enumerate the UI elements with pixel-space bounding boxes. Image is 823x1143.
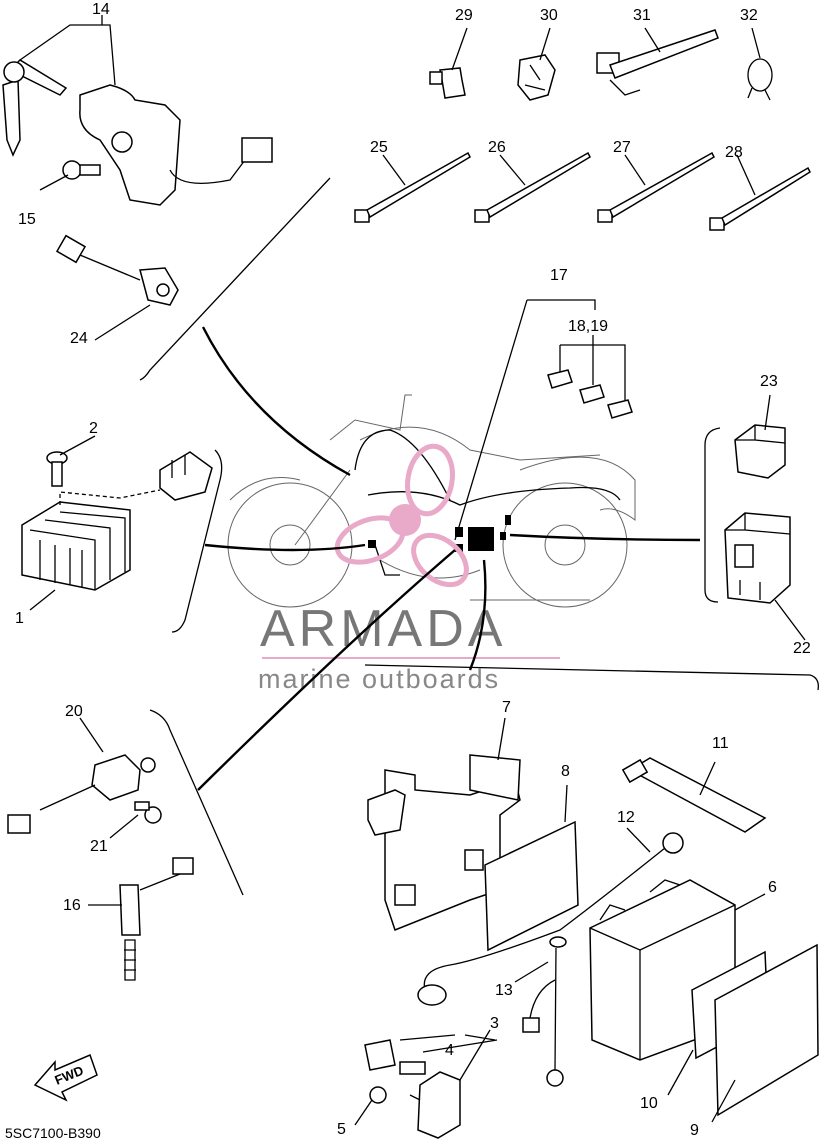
fuse-set-18-19 xyxy=(547,369,633,419)
callout-32: 32 xyxy=(740,7,758,24)
main-switch-assembly xyxy=(2,24,273,206)
forward-arrow-icon: FWD xyxy=(33,1053,98,1102)
zone-brackets xyxy=(139,177,819,896)
callout-10: 10 xyxy=(640,1095,658,1112)
callout-5: 5 xyxy=(337,1121,346,1138)
callout-2: 2 xyxy=(89,420,98,437)
cable-tie-26 xyxy=(474,151,591,223)
callout-labels: 14 15 24 29 30 31 32 25 26 27 28 17 18,1… xyxy=(15,1,811,1139)
callout-30: 30 xyxy=(540,7,558,24)
clamp-30 xyxy=(517,54,556,101)
brand-tagline: marine outboards xyxy=(258,664,500,694)
callout-24: 24 xyxy=(70,330,88,347)
battery-lead-12 xyxy=(417,832,684,1006)
starter-relay-3 xyxy=(409,1071,461,1139)
pad-9 xyxy=(714,943,819,1117)
control-unit-22 xyxy=(724,512,791,604)
sensor-24 xyxy=(55,234,179,306)
band-32 xyxy=(747,58,773,101)
motorcycle-outline xyxy=(227,394,636,608)
callout-25: 25 xyxy=(370,139,388,156)
screw-15 xyxy=(62,160,101,180)
clamp-29 xyxy=(429,67,466,99)
relay-23 xyxy=(734,424,786,479)
callout-11: 11 xyxy=(712,735,729,752)
callout-12: 12 xyxy=(617,809,635,826)
callout-1: 1 xyxy=(15,610,24,627)
callout-3: 3 xyxy=(490,1015,499,1032)
callout-14: 14 xyxy=(92,1,110,18)
connector-4 xyxy=(364,1039,426,1075)
callout-26: 26 xyxy=(488,139,506,156)
battery-band-11 xyxy=(621,757,767,833)
neutral-switch-20 xyxy=(7,754,156,834)
callout-17: 17 xyxy=(550,267,568,284)
callout-8: 8 xyxy=(561,763,570,780)
tie-band-31 xyxy=(596,29,719,96)
callout-21: 21 xyxy=(90,838,108,855)
bolt-2 xyxy=(46,451,68,487)
armada-watermark: ARMADA marine outboards xyxy=(258,443,560,694)
callout-31: 31 xyxy=(633,7,651,24)
callout-22: 22 xyxy=(793,640,811,657)
callout-15: 15 xyxy=(18,211,36,228)
callout-16: 16 xyxy=(63,897,81,914)
callout-20: 20 xyxy=(65,703,83,720)
cover-8 xyxy=(484,820,579,952)
callout-27: 27 xyxy=(613,139,631,156)
screw-21 xyxy=(134,801,162,824)
callout-13: 13 xyxy=(495,982,513,999)
cable-tie-25 xyxy=(354,151,471,223)
cable-tie-27 xyxy=(597,151,715,223)
diagram-code: 5SC7100-B390 xyxy=(5,1125,101,1141)
callout-7: 7 xyxy=(502,699,511,716)
screw-5 xyxy=(369,1086,387,1104)
callout-9: 9 xyxy=(690,1122,699,1139)
battery-lead-13 xyxy=(522,936,567,1087)
callout-4: 4 xyxy=(445,1042,454,1059)
cable-tie-28 xyxy=(709,166,811,231)
callout-23: 23 xyxy=(760,373,778,390)
callout-6: 6 xyxy=(768,879,777,896)
brand-name: ARMADA xyxy=(260,600,506,658)
sensor-16 xyxy=(119,857,194,981)
callout-29: 29 xyxy=(455,7,473,24)
leader-lines xyxy=(29,15,806,1126)
rectifier-regulator-1 xyxy=(21,451,213,591)
callout-18-19: 18,19 xyxy=(568,318,608,335)
callout-28: 28 xyxy=(725,144,743,161)
